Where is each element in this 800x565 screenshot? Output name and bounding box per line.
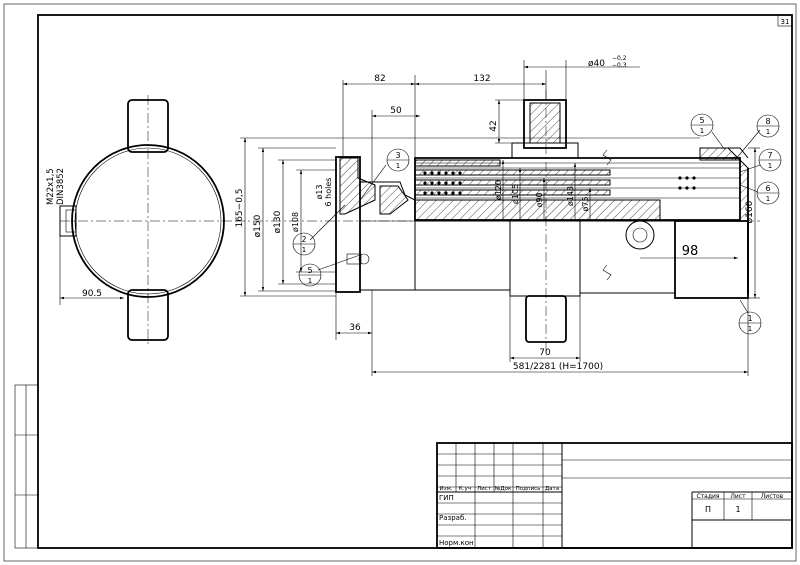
balloon-1-sub: 1 xyxy=(748,325,752,333)
tube-stage-1 xyxy=(414,220,511,291)
balloon-8-num: 8 xyxy=(765,117,770,126)
tube-stage-2 xyxy=(579,220,676,294)
tb-header-izm: Изм. xyxy=(440,486,453,492)
dim-132: 132 xyxy=(473,74,490,84)
balloon-5b-sub: 1 xyxy=(700,127,704,135)
dim-holes: 6 holes xyxy=(324,178,333,207)
dim-90-5: 90.5 xyxy=(82,289,102,299)
tb-stage-label: Стадия xyxy=(696,493,719,500)
balloon-2-sub: 1 xyxy=(302,246,306,254)
dim-82: 82 xyxy=(374,74,385,84)
balloon-7-num: 7 xyxy=(767,151,772,160)
side-view xyxy=(235,90,760,352)
tb-header-podpis: Подпись xyxy=(516,486,541,492)
balloon-5a-num: 5 xyxy=(307,266,312,275)
tb-row-gip: ГИП xyxy=(439,494,454,502)
sheet-frame xyxy=(37,14,793,549)
tb-header-list: Лист xyxy=(477,486,492,492)
dim-70: 70 xyxy=(539,348,551,358)
tb-sheets-label: Листов xyxy=(761,493,784,500)
balloon-5b-num: 5 xyxy=(699,116,704,125)
dim-d90: ø90 xyxy=(535,192,544,207)
port-boss xyxy=(625,220,655,250)
dim-d75: ø75 xyxy=(581,196,590,211)
end-view: M22x1,5 DIN3852 90.5 xyxy=(46,95,238,345)
dim-581: 581/2281 (H=1700) xyxy=(513,362,603,372)
dim-50: 50 xyxy=(390,106,402,116)
tb-stage-value: П xyxy=(705,505,711,514)
trunnion-top xyxy=(523,99,567,149)
dimension-lines: 82 132 ø40 −0,2 −0,3 50 42 165−0,5 ø150 … xyxy=(235,55,760,376)
dim-165: 165−0,5 xyxy=(235,188,245,227)
dim-d105: ø105 xyxy=(511,184,520,204)
end-body xyxy=(674,220,749,299)
sheet-number: 31 xyxy=(781,18,790,26)
flange-cap xyxy=(335,156,361,293)
dim-d108: ø108 xyxy=(291,212,300,232)
balloon-5a-sub: 1 xyxy=(308,277,312,285)
dim-d13: ø13 xyxy=(315,184,324,199)
balloon-3-sub: 1 xyxy=(396,162,400,170)
dim-d40: ø40 xyxy=(588,59,605,69)
tb-header-data: Дата xyxy=(545,486,559,492)
trunnion-ring xyxy=(509,220,581,297)
dim-d160: ø160 xyxy=(745,200,755,223)
dim-d120: ø120 xyxy=(494,180,503,200)
balloon-2-num: 2 xyxy=(301,235,306,244)
flange-plug xyxy=(346,253,362,265)
din-label: DIN3852 xyxy=(56,168,66,205)
dim-36: 36 xyxy=(349,323,361,333)
tb-row-normkon: Норм.кон xyxy=(439,539,474,547)
rod-section xyxy=(414,199,661,221)
flange-section xyxy=(339,157,376,215)
sheet-number-box xyxy=(777,14,793,27)
dim-d40-tol-upper: −0,2 xyxy=(612,55,627,62)
balloon-7-sub: 1 xyxy=(768,162,772,170)
balloon-6-sub: 1 xyxy=(766,195,770,203)
tb-sheet-value: 1 xyxy=(735,505,740,514)
balloon-1-num: 1 xyxy=(747,314,752,323)
balloon-3-num: 3 xyxy=(395,151,400,160)
thread-label: M22x1,5 xyxy=(46,168,56,205)
sheet-outer-border xyxy=(3,3,797,562)
dim-42: 42 xyxy=(489,120,499,131)
dim-d143: ø143 xyxy=(566,186,575,206)
dim-d150: ø150 xyxy=(253,214,263,237)
tb-header-ndok: №Док xyxy=(495,486,512,492)
dim-d40-tol-lower: −0,3 xyxy=(612,62,627,69)
tb-header-kuch: К.уч xyxy=(459,486,471,492)
balloon-6-num: 6 xyxy=(765,184,770,193)
balloon-8-sub: 1 xyxy=(766,128,770,136)
tb-sheet-label: Лист xyxy=(730,493,746,500)
tb-row-razrab: Разраб. xyxy=(439,514,467,522)
dim-d130: ø130 xyxy=(273,210,283,233)
binding-strip xyxy=(14,384,39,549)
part-balloons: 3 1 2 1 5 1 5 1 8 1 7 1 6 1 xyxy=(292,113,782,335)
title-block: Изм. К.уч Лист №Док Подпись Дата ГИП Раз… xyxy=(436,442,793,549)
dim-98: 98 xyxy=(682,244,699,259)
